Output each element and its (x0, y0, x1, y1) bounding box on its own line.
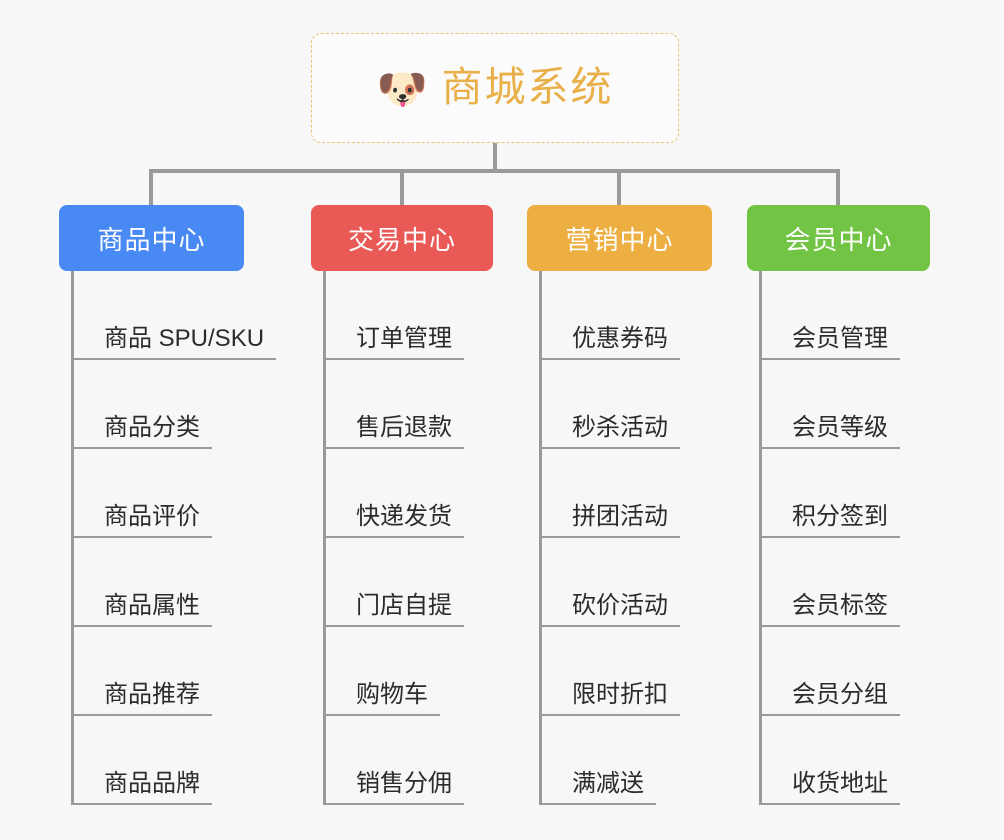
leaf-item[interactable]: 满减送 (542, 716, 712, 805)
leaf-item[interactable]: 快递发货 (326, 449, 493, 538)
branch-title-member-center: 会员中心 (784, 224, 893, 255)
leaf-label: 购物车 (326, 680, 440, 716)
branch-body-marketing-center: 优惠券码 秒杀活动 拼团活动 砍价活动 限时折扣 满减送 (539, 271, 712, 805)
branch-marketing-center: 营销中心 优惠券码 秒杀活动 拼团活动 砍价活动 限时折扣 满减送 (527, 205, 712, 805)
leaf-label: 销售分佣 (326, 769, 464, 805)
leaf-label: 会员管理 (762, 324, 900, 360)
branch-drop-connector-trade-center (400, 169, 404, 205)
leaf-item[interactable]: 门店自提 (326, 538, 493, 627)
branch-drop-connector-member-center (836, 169, 840, 205)
leaf-item[interactable]: 积分签到 (762, 449, 930, 538)
leaf-label: 拼团活动 (542, 502, 680, 538)
branch-member-center: 会员中心 会员管理 会员等级 积分签到 会员标签 会员分组 收货地址 (747, 205, 930, 805)
leaf-label: 商品属性 (74, 591, 212, 627)
leaf-label: 秒杀活动 (542, 413, 680, 449)
branch-drop-connector-product-center (149, 169, 153, 205)
leaf-item[interactable]: 商品 SPU/SKU (74, 271, 277, 360)
branch-body-product-center: 商品 SPU/SKU 商品分类 商品评价 商品属性 商品推荐 商品品牌 (71, 271, 277, 805)
leaf-item[interactable]: 收货地址 (762, 716, 930, 805)
leaf-item[interactable]: 会员管理 (762, 271, 930, 360)
leaf-label: 快递发货 (326, 502, 464, 538)
branch-title-product-center: 商品中心 (97, 224, 206, 255)
leaf-label: 商品评价 (74, 502, 212, 538)
leaf-item[interactable]: 会员标签 (762, 538, 930, 627)
leaf-label: 满减送 (542, 769, 656, 805)
leaf-item[interactable]: 商品评价 (74, 449, 276, 538)
leaf-label: 限时折扣 (542, 680, 680, 716)
leaf-label: 会员等级 (762, 413, 900, 449)
branch-header-trade-center[interactable]: 交易中心 (311, 205, 493, 271)
leaf-label: 会员标签 (762, 591, 900, 627)
leaf-item[interactable]: 秒杀活动 (542, 360, 712, 449)
branch-product-center: 商品中心 商品 SPU/SKU 商品分类 商品评价 商品属性 商品推荐 商品品牌 (59, 205, 277, 805)
leaf-label: 会员分组 (762, 680, 900, 716)
leaf-label: 商品推荐 (74, 680, 212, 716)
branch-body-trade-center: 订单管理 售后退款 快递发货 门店自提 购物车 销售分佣 (323, 271, 493, 805)
leaf-item[interactable]: 会员等级 (762, 360, 930, 449)
shiba-dog-face-icon: 🐶 (376, 65, 428, 112)
leaf-label: 商品分类 (74, 413, 212, 449)
leaf-item[interactable]: 购物车 (326, 627, 493, 716)
branch-bus-connector (149, 169, 839, 173)
leaf-label: 积分签到 (762, 502, 900, 538)
leaf-label: 售后退款 (326, 413, 464, 449)
branch-header-product-center[interactable]: 商品中心 (59, 205, 244, 271)
leaf-label: 商品品牌 (74, 769, 212, 805)
leaf-item[interactable]: 会员分组 (762, 627, 930, 716)
branch-drop-connector-marketing-center (617, 169, 621, 205)
leaf-item[interactable]: 商品属性 (74, 538, 276, 627)
branch-title-marketing-center: 营销中心 (565, 224, 674, 255)
leaf-item[interactable]: 商品推荐 (74, 627, 276, 716)
branch-header-marketing-center[interactable]: 营销中心 (527, 205, 712, 271)
leaf-item[interactable]: 限时折扣 (542, 627, 712, 716)
leaf-label: 商品 SPU/SKU (74, 324, 277, 360)
leaf-item[interactable]: 销售分佣 (326, 716, 493, 805)
leaf-item[interactable]: 优惠券码 (542, 271, 712, 360)
branch-title-trade-center: 交易中心 (347, 224, 456, 255)
leaf-label: 订单管理 (326, 324, 464, 360)
root-trunk-connector (493, 143, 497, 171)
root-node[interactable]: 🐶 商城系统 (311, 33, 679, 143)
leaf-item[interactable]: 拼团活动 (542, 449, 712, 538)
branch-body-member-center: 会员管理 会员等级 积分签到 会员标签 会员分组 收货地址 (759, 271, 930, 805)
root-title: 商城系统 (441, 64, 614, 111)
leaf-label: 收货地址 (762, 769, 900, 805)
leaf-item[interactable]: 商品分类 (74, 360, 276, 449)
leaf-label: 门店自提 (326, 591, 464, 627)
leaf-label: 砍价活动 (542, 591, 680, 627)
leaf-item[interactable]: 砍价活动 (542, 538, 712, 627)
leaf-item[interactable]: 订单管理 (326, 271, 493, 360)
branch-trade-center: 交易中心 订单管理 售后退款 快递发货 门店自提 购物车 销售分佣 (311, 205, 493, 805)
leaf-item[interactable]: 售后退款 (326, 360, 493, 449)
branch-header-member-center[interactable]: 会员中心 (747, 205, 930, 271)
leaf-item[interactable]: 商品品牌 (74, 716, 276, 805)
leaf-label: 优惠券码 (542, 324, 680, 360)
